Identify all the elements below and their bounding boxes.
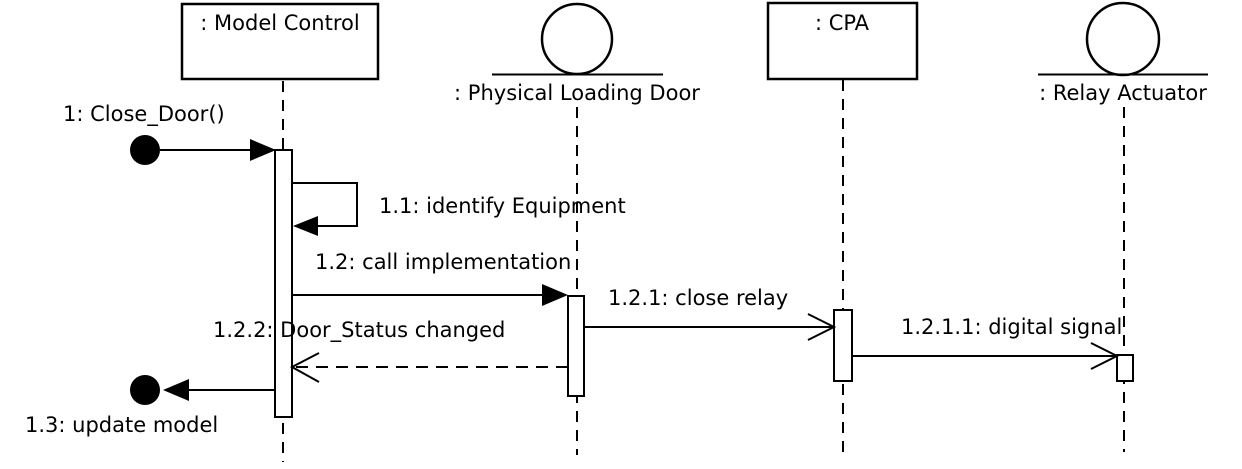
lifeline-label-model-control: : Model Control	[200, 11, 359, 35]
message-1-2-1-1-label: 1.2.1.1: digital signal	[901, 315, 1122, 339]
lifeline-label-relay-actuator: : Relay Actuator	[1039, 81, 1207, 105]
message-1-2-1-label: 1.2.1: close relay	[608, 286, 788, 310]
lifeline-head-model-control	[180, 2, 380, 81]
entity-icon-relay-actuator	[1085, 1, 1161, 77]
message-1-3-filled-arrowhead-icon	[163, 379, 189, 401]
message-1-2-label: 1.2: call implementation	[315, 250, 571, 274]
found-message-dot-icon	[130, 135, 160, 165]
activation-bar-model-control	[274, 149, 293, 418]
message-1-3-label: 1.3: update model	[25, 413, 218, 437]
message-1-filled-arrowhead-icon	[250, 139, 276, 161]
message-1-2-2-open-arrowhead-icon	[289, 352, 320, 383]
activation-bar-physical-loading-door	[567, 295, 585, 397]
message-1-2-1-open-arrowhead-icon	[807, 313, 837, 341]
message-1-1-self-loop-line	[292, 182, 358, 227]
activation-bar-relay-actuator	[1116, 354, 1134, 382]
message-1-2-1-1-open-arrowhead-icon	[1090, 342, 1120, 370]
lost-message-dot-icon	[130, 375, 160, 405]
message-1-2-filled-arrowhead-icon	[542, 284, 568, 306]
lifeline-label-cpa: : CPA	[815, 11, 870, 35]
message-1-1-filled-arrowhead-icon	[293, 216, 318, 236]
message-1-1-label: 1.1: identify Equipment	[379, 194, 626, 218]
lifeline-head-cpa	[766, 1, 919, 81]
message-1-label: 1: Close_Door()	[63, 102, 225, 127]
message-1-2-2-label: 1.2.2: Door_Status changed	[213, 318, 505, 343]
activation-bar-cpa	[833, 309, 853, 382]
entity-icon-physical-loading-door	[540, 2, 614, 76]
lifeline-label-physical-loading-door: : Physical Loading Door	[454, 81, 700, 105]
